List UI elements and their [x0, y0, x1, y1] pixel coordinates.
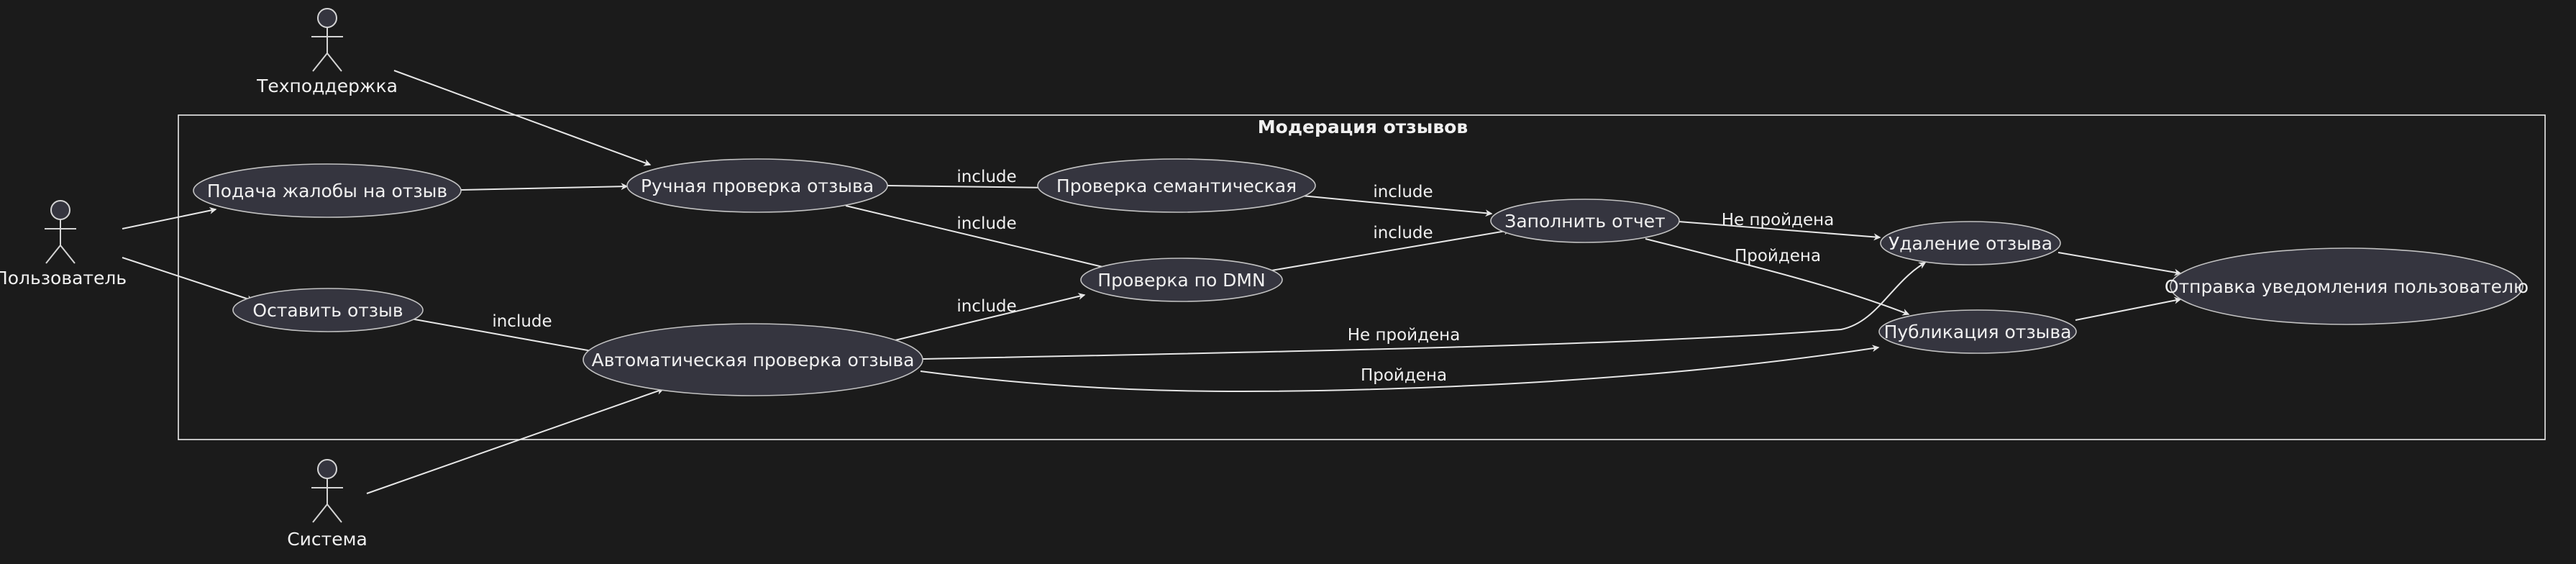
- stick-figure-icon: [311, 459, 343, 523]
- stick-figure-icon: [45, 200, 76, 264]
- edge-report-delete: [1678, 221, 1881, 241]
- edge-user-complaint: [122, 206, 217, 229]
- edge-label-manual-dmn: include: [956, 214, 1016, 233]
- usecase-dmn-check[interactable]: Проверка по DMN: [1080, 258, 1283, 302]
- usecase-notify-user[interactable]: Отправка уведомления пользователю: [2165, 247, 2529, 325]
- usecase-delete-review[interactable]: Удаление отзыва: [1880, 221, 2061, 265]
- usecase-complaint[interactable]: Подача жалобы на отзыв: [193, 163, 462, 218]
- usecase-label: Отправка уведомления пользователю: [2165, 276, 2529, 297]
- edge-support-manual-check: [393, 70, 652, 166]
- actor-system[interactable]: Система: [287, 459, 367, 550]
- usecase-label: Проверка по DMN: [1097, 270, 1265, 291]
- edge-label-auto-publish: Пройдена: [1361, 366, 1447, 385]
- usecase-label: Ручная проверка отзыва: [641, 176, 874, 196]
- usecases: Подача жалобы на отзыв Оставить отзыв Ру…: [193, 158, 2529, 396]
- edge-complaint-manual-check: [460, 183, 629, 191]
- usecase-label: Заполнить отчет: [1504, 211, 1665, 232]
- edge-label-leave-auto: include: [492, 312, 552, 331]
- boundary-title: Модерация отзывов: [1258, 117, 1468, 137]
- edge-auto-dmn: [885, 293, 1086, 343]
- edge-manual-dmn: [845, 205, 1116, 272]
- usecase-semantic-check[interactable]: Проверка семантическая: [1037, 158, 1316, 213]
- actor-user[interactable]: Пользователь: [0, 200, 127, 288]
- edge-label-manual-semantic: include: [956, 168, 1016, 186]
- usecase-publish-review[interactable]: Публикация отзыва: [1878, 309, 2077, 354]
- edge-dmn-report: [1271, 227, 1512, 271]
- edge-label-auto-delete: Не пройдена: [1348, 326, 1461, 345]
- edge-label-report-publish: Пройдена: [1735, 247, 1821, 265]
- edge-leave-auto-check: [402, 317, 601, 355]
- edge-auto-publish: [920, 345, 1880, 393]
- edge-label-report-delete: Не пройдена: [1722, 211, 1835, 229]
- usecase-label: Проверка семантическая: [1056, 176, 1297, 196]
- system-boundary: Модерация отзывов: [178, 114, 2546, 440]
- edge-publish-notify: [2075, 296, 2182, 321]
- actor-label: Пользователь: [0, 268, 127, 288]
- edge-label-semantic-report: include: [1373, 183, 1433, 201]
- edge-manual-semantic: [887, 183, 1051, 191]
- usecase-label: Автоматическая проверка отзыва: [592, 350, 915, 370]
- edge-user-leave-review: [122, 257, 255, 303]
- edge-label-dmn-report: include: [1373, 224, 1433, 242]
- usecase-label: Подача жалобы на отзыв: [207, 181, 447, 201]
- edge-labels: include include include include include …: [492, 168, 1834, 385]
- actor-support[interactable]: Техподдержка: [256, 8, 398, 96]
- edge-delete-notify: [2057, 252, 2182, 276]
- actor-label: Техподдержка: [256, 76, 398, 96]
- usecase-leave-review[interactable]: Оставить отзыв: [232, 288, 424, 332]
- usecase-label: Публикация отзыва: [1884, 322, 2072, 342]
- usecase-label: Удаление отзыва: [1888, 233, 2052, 254]
- edge-semantic-report: [1301, 195, 1493, 217]
- edge-auto-delete: [922, 262, 1927, 360]
- actor-label: Система: [287, 529, 367, 550]
- usecase-auto-check[interactable]: Автоматическая проверка отзыва: [583, 323, 923, 396]
- edge-label-auto-dmn: include: [956, 297, 1016, 316]
- usecase-fill-report[interactable]: Заполнить отчет: [1490, 199, 1680, 243]
- edge-system-auto-check: [366, 388, 664, 494]
- edges: [122, 70, 2182, 494]
- stick-figure-icon: [311, 8, 343, 72]
- usecase-label: Оставить отзыв: [252, 300, 403, 321]
- usecase-manual-check[interactable]: Ручная проверка отзыва: [626, 158, 888, 213]
